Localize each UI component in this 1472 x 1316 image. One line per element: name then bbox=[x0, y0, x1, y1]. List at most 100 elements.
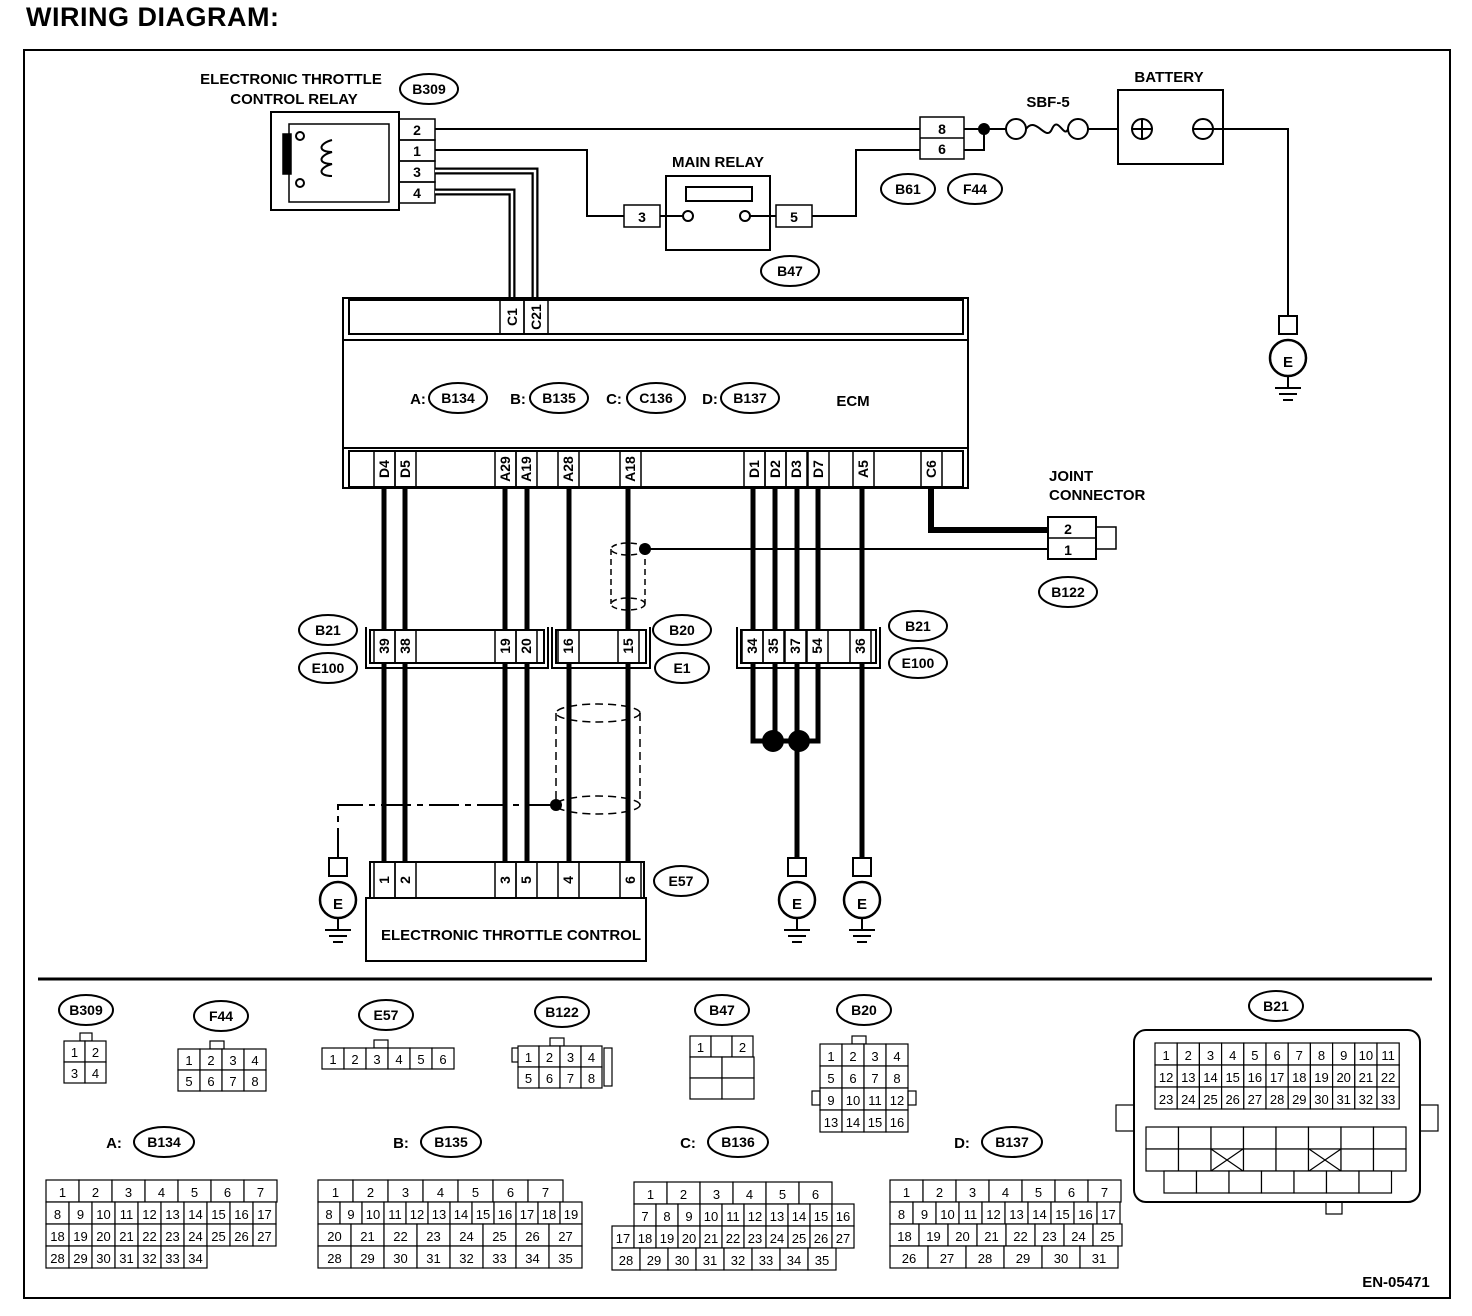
face-pin-E57-4: 4 bbox=[395, 1052, 402, 1067]
face-pin-B134-11: 11 bbox=[120, 1207, 134, 1222]
face-pin-B309-4: 4 bbox=[92, 1066, 99, 1081]
face-pin-B136-6: 6 bbox=[812, 1187, 819, 1202]
tag-e1-label: E1 bbox=[673, 660, 690, 676]
tag-b20 bbox=[652, 614, 712, 646]
ecm-pin-A19: A19 bbox=[518, 456, 534, 482]
face-cell bbox=[1079, 1245, 1119, 1269]
face-pin-B137-30: 30 bbox=[1054, 1251, 1068, 1266]
face-pin-B135-14: 14 bbox=[454, 1207, 468, 1222]
face-pin-B137-21: 21 bbox=[984, 1229, 998, 1244]
face-pin-B20-1: 1 bbox=[827, 1049, 834, 1064]
harness-pin-38: 38 bbox=[397, 638, 413, 654]
face-tag-b21-label: B21 bbox=[1263, 998, 1289, 1014]
face-pin-B136-22: 22 bbox=[726, 1231, 740, 1246]
face-pin-B20-12: 12 bbox=[890, 1093, 904, 1108]
face-pin-B21-10: 10 bbox=[1359, 1048, 1373, 1063]
ground-label: E bbox=[792, 896, 802, 913]
face-pin-B137-20: 20 bbox=[955, 1229, 969, 1244]
tag-e100-left-label: E100 bbox=[312, 660, 345, 676]
face-pin-B135-12: 12 bbox=[410, 1207, 424, 1222]
face-pin-B21-8: 8 bbox=[1318, 1048, 1325, 1063]
face-pin-B136-4: 4 bbox=[746, 1187, 753, 1202]
face-pin-B122-6: 6 bbox=[546, 1071, 553, 1086]
face-pin-B134-18: 18 bbox=[50, 1229, 64, 1244]
wire-relay4-core bbox=[435, 190, 514, 300]
tag-b47-label: B47 bbox=[777, 263, 803, 279]
face-pin-B21-15: 15 bbox=[1225, 1070, 1239, 1085]
face-pin-B137-18: 18 bbox=[897, 1229, 911, 1244]
face-pin-B135-35: 35 bbox=[558, 1251, 572, 1266]
face-pin-B134-5: 5 bbox=[191, 1185, 198, 1200]
face-cell bbox=[721, 1077, 755, 1100]
ecm-pin-C6: C6 bbox=[923, 460, 939, 478]
harness-bracket bbox=[551, 627, 651, 669]
face-pin-B136-12: 12 bbox=[748, 1209, 762, 1224]
ecm-pin-D5: D5 bbox=[397, 460, 413, 478]
face-tag-b122 bbox=[534, 996, 590, 1028]
ecm-pin-D2: D2 bbox=[767, 460, 783, 478]
face-pin-B21-16: 16 bbox=[1248, 1070, 1262, 1085]
relay-contact bbox=[282, 133, 292, 175]
face-pin-B20-11: 11 bbox=[868, 1093, 882, 1108]
relay-pin-4: 4 bbox=[413, 185, 421, 201]
face-pin-B136-28: 28 bbox=[619, 1253, 633, 1268]
face-pin-B134-13: 13 bbox=[165, 1207, 179, 1222]
face-cell bbox=[1307, 1126, 1342, 1150]
face-pin-F44-5: 5 bbox=[185, 1074, 192, 1089]
fuse-end bbox=[1067, 118, 1089, 140]
face-pin-B21-5: 5 bbox=[1251, 1048, 1258, 1063]
face-pin-B134-20: 20 bbox=[96, 1229, 110, 1244]
splice-dot bbox=[978, 123, 990, 135]
ecm-top-connector bbox=[348, 299, 964, 335]
ground-label: E bbox=[333, 896, 343, 913]
face-pin-B20-5: 5 bbox=[827, 1071, 834, 1086]
wire-shield-ground bbox=[337, 804, 556, 858]
face-pin-B20-14: 14 bbox=[846, 1115, 860, 1130]
face-tag-f44-label: F44 bbox=[209, 1008, 233, 1024]
face-pin-B135-28: 28 bbox=[327, 1251, 341, 1266]
face-pin-B134-1: 1 bbox=[59, 1185, 66, 1200]
wire-battery-ground bbox=[1213, 128, 1289, 316]
face-pin-F44-4: 4 bbox=[251, 1053, 258, 1068]
face-pin-B135-32: 32 bbox=[459, 1251, 473, 1266]
face-pin-B134-24: 24 bbox=[188, 1229, 202, 1244]
face-pin-B21-32: 32 bbox=[1359, 1092, 1373, 1107]
ecm-pin-A18: A18 bbox=[622, 456, 638, 482]
face-pin-B20-3: 3 bbox=[871, 1049, 878, 1064]
face-pin-B135-30: 30 bbox=[393, 1251, 407, 1266]
face-pin-B136-2: 2 bbox=[680, 1187, 687, 1202]
face-pin-B137-10: 10 bbox=[940, 1207, 954, 1222]
face-pin-B134-16: 16 bbox=[234, 1207, 248, 1222]
face-tag-b20-label: B20 bbox=[851, 1002, 877, 1018]
face-pin-B134-25: 25 bbox=[211, 1229, 225, 1244]
face-prefix-3: D: bbox=[954, 1135, 970, 1152]
face-pin-B122-8: 8 bbox=[588, 1071, 595, 1086]
face-prefix-0: A: bbox=[106, 1135, 122, 1152]
face-cell bbox=[548, 1245, 583, 1269]
face-pin-B21-3: 3 bbox=[1207, 1048, 1214, 1063]
face-pin-B21-33: 33 bbox=[1381, 1092, 1395, 1107]
face-pin-B134-28: 28 bbox=[50, 1251, 64, 1266]
face-cell bbox=[710, 1035, 733, 1058]
face-pin-F44-3: 3 bbox=[229, 1053, 236, 1068]
face-pin-B136-33: 33 bbox=[759, 1253, 773, 1268]
face-pin-E57-5: 5 bbox=[417, 1052, 424, 1067]
face-pin-B20-13: 13 bbox=[824, 1115, 838, 1130]
face-pin-B20-2: 2 bbox=[849, 1049, 856, 1064]
face-cell bbox=[1372, 1148, 1407, 1172]
face-pin-B136-19: 19 bbox=[660, 1231, 674, 1246]
wire-relay1-mainrelay bbox=[435, 149, 624, 217]
face-blank-mark bbox=[1210, 1148, 1244, 1172]
joint-pin-2: 2 bbox=[1064, 521, 1072, 537]
harness-bracket bbox=[365, 627, 549, 669]
harness-pin-54: 54 bbox=[809, 638, 825, 654]
harness-pin-37: 37 bbox=[787, 638, 803, 654]
face-key bbox=[79, 1032, 93, 1042]
ecm-conn-tag-3 bbox=[720, 382, 780, 414]
face-key bbox=[373, 1039, 389, 1049]
ecm-prefix-letter: A: bbox=[410, 391, 426, 408]
face-latch bbox=[1115, 1104, 1135, 1132]
tag-b21-left bbox=[298, 614, 358, 646]
face-pin-B135-15: 15 bbox=[476, 1207, 490, 1222]
ecm-bottom-connector bbox=[348, 450, 964, 488]
